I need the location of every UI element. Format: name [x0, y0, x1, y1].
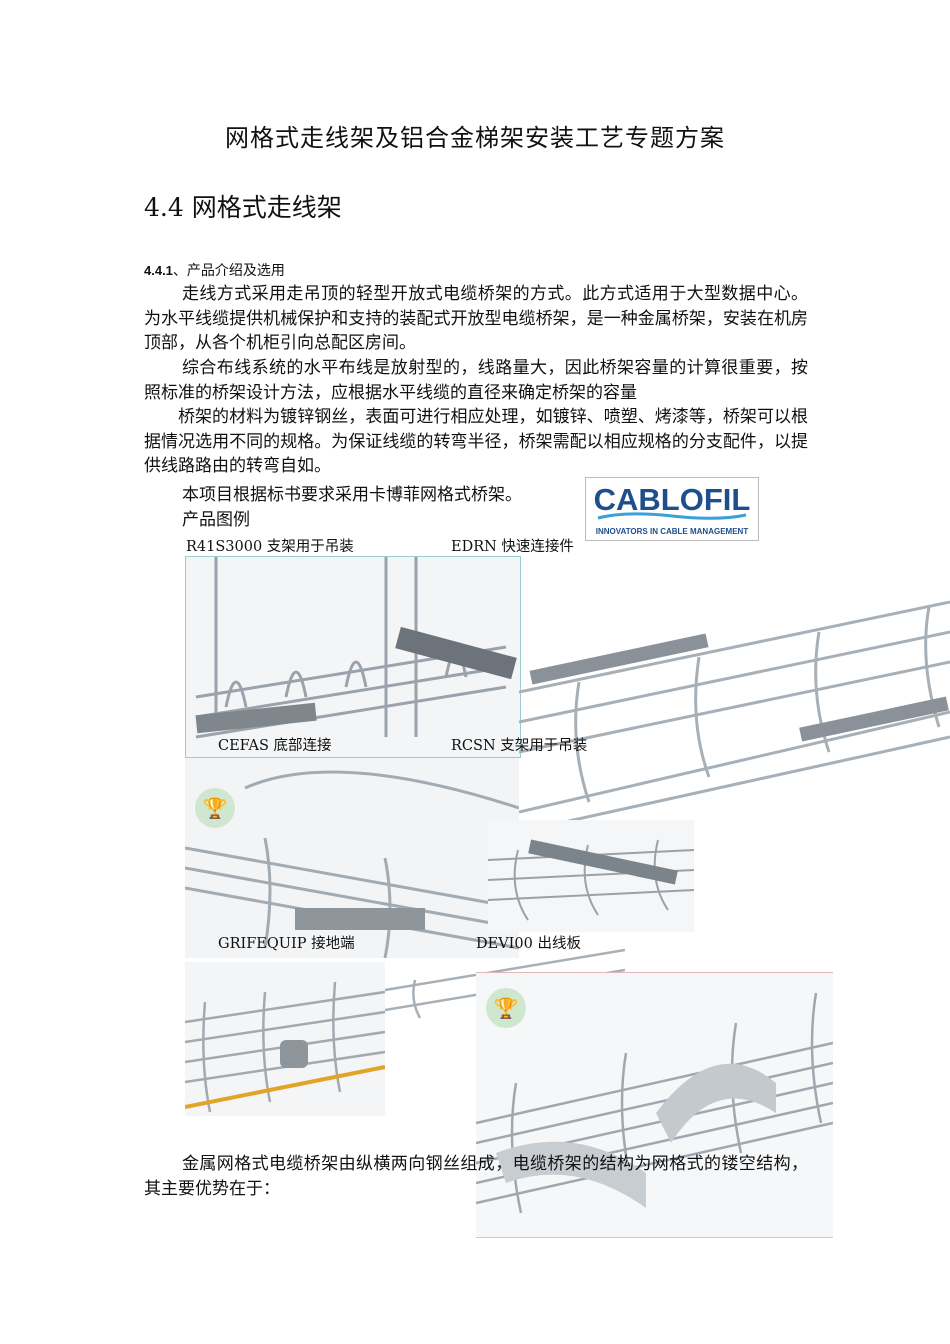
- paragraph-2: 综合布线系统的水平布线是放射型的，线路量大，因此桥架容量的计算很重要，按照标准的…: [144, 358, 808, 403]
- logo-tagline-text: INNOVATORS IN CABLE MANAGEMENT: [596, 527, 749, 536]
- subsection-heading: 4.4.1、产品介绍及选用: [144, 260, 285, 280]
- caption-cefas: CEFAS 底部连接: [218, 738, 332, 754]
- closing-paragraph: 金属网格式电缆桥架由纵横两向钢丝组成，电缆桥架的结构为网格式的镂空结构，其主要优…: [144, 1154, 808, 1199]
- section-heading: 4.4 网格式走线架: [144, 193, 342, 222]
- photo-cefas: 🏆: [185, 758, 519, 958]
- svg-text:🏆: 🏆: [494, 996, 519, 1020]
- svg-text:🏆: 🏆: [203, 796, 228, 820]
- caption-grifequip: GRIFEQUIP 接地端: [218, 936, 355, 952]
- caption-rcsn: RCSN 支架用于吊装: [451, 738, 588, 754]
- paragraph-3: 桥架的材料为镀锌钢丝，表面可进行相应处理，如镀锌、喷塑、烤漆等，桥架可以根据情况…: [144, 407, 808, 477]
- award-icon-2: [486, 988, 526, 1028]
- photo-rcsn: [488, 820, 694, 932]
- paragraph-1: 走线方式采用走吊顶的轻型开放式电缆桥架的方式。此方式适用于大型数据中心。为水平线…: [144, 284, 808, 354]
- project-line: 本项目根据标书要求采用卡博菲网格式桥架。: [182, 485, 522, 505]
- photo-devi00: 🏆: [476, 972, 833, 1238]
- document-title: 网格式走线架及铝合金梯架安装工艺专题方案: [225, 124, 725, 152]
- subsection-number: 4.4.1: [144, 263, 173, 278]
- photo-tray-main: [519, 562, 950, 844]
- photo-grifequip: [185, 962, 385, 1116]
- caption-edrn: EDRN 快速连接件: [451, 539, 574, 555]
- caption-devi00: DEVI00 出线板: [476, 936, 581, 952]
- subsection-title: 、产品介绍及选用: [172, 263, 285, 279]
- caption-r41s3000: R41S3000 支架用于吊装: [186, 539, 354, 555]
- photo-r41s3000: [185, 556, 521, 758]
- figure-heading: 产品图例: [182, 510, 250, 530]
- logo-brand-text: CABLOFIL: [594, 482, 751, 517]
- award-icon: [195, 788, 235, 828]
- cablofil-logo: CABLOFIL INNOVATORS IN CABLE MANAGEMENT: [585, 477, 759, 541]
